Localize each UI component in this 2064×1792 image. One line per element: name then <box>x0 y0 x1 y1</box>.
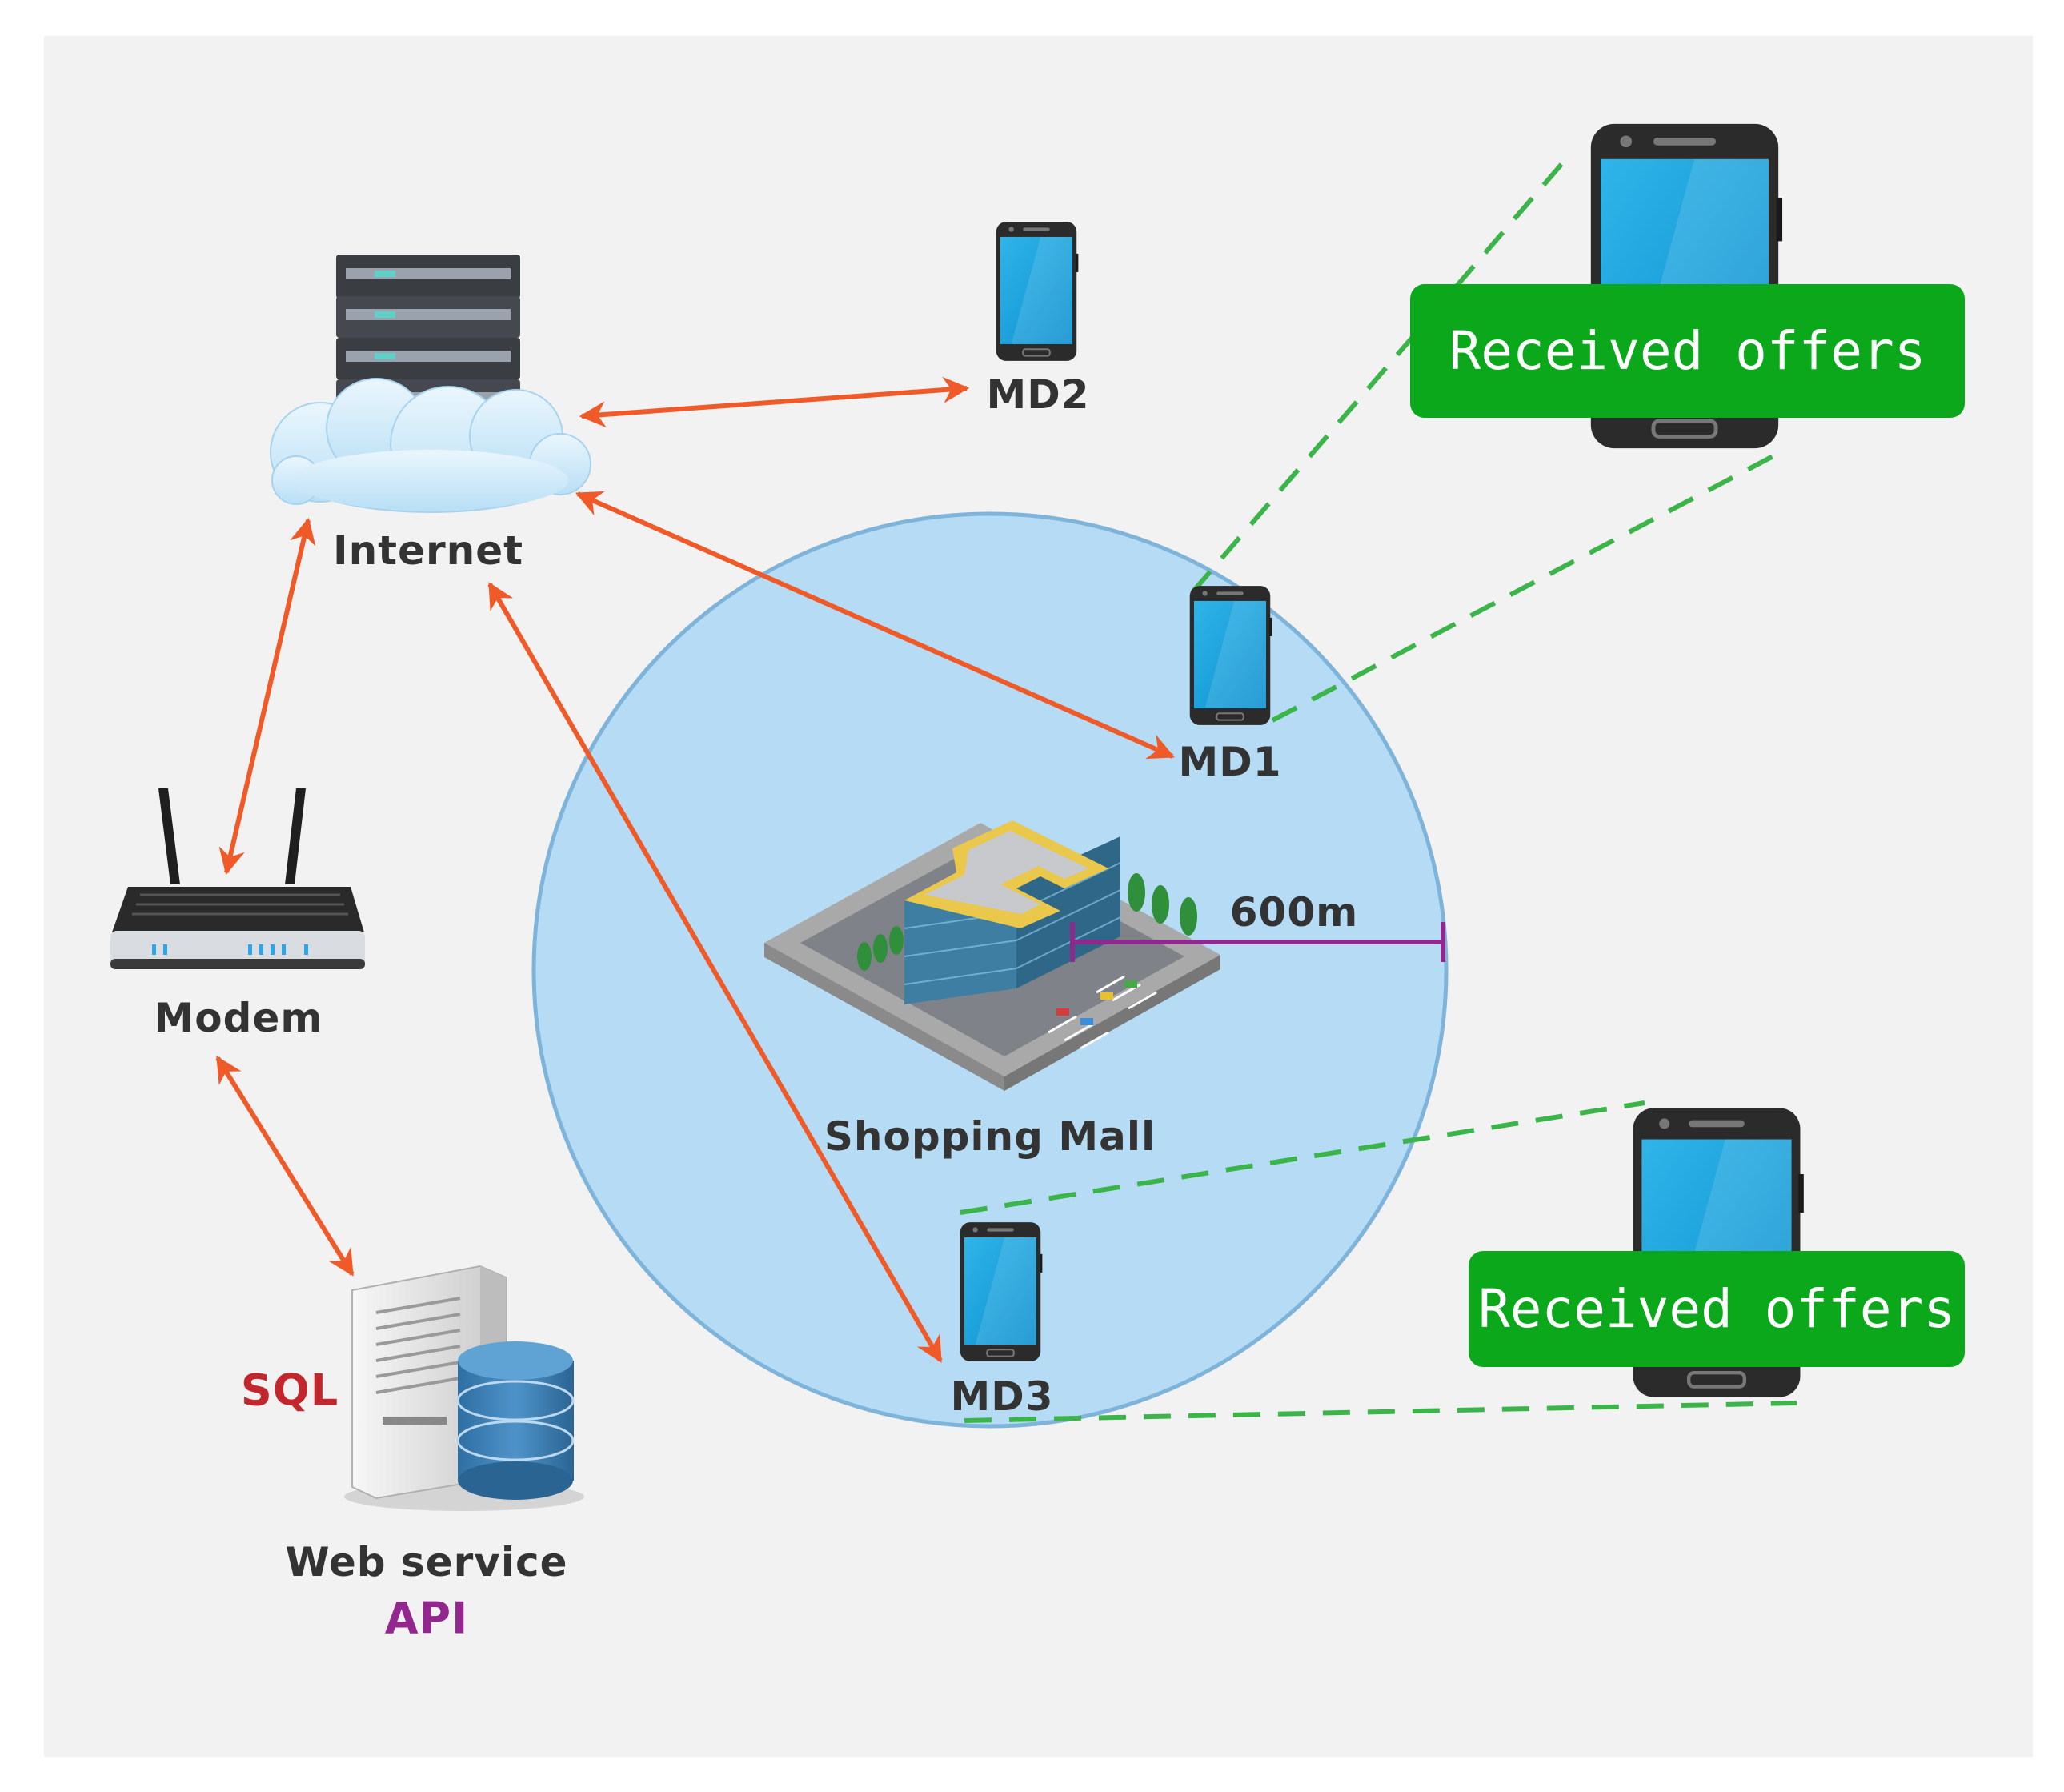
link-modem-webservice <box>215 1056 355 1277</box>
md3-zoom-line-top <box>960 1100 1645 1215</box>
web-service-label: Web service <box>285 1539 568 1586</box>
link-internet-modem <box>218 517 316 876</box>
shopping-mall-label: Shopping Mall <box>824 1113 1156 1160</box>
internet-label: Internet <box>332 527 524 574</box>
offer-connectors <box>960 154 1797 1423</box>
md3-label: MD3 <box>950 1373 1054 1420</box>
md2-phone-icon <box>995 220 1080 363</box>
router-icon <box>110 788 365 969</box>
md1-zoom-line-top <box>1190 154 1571 594</box>
md1-phone-icon <box>1188 584 1273 727</box>
api-label: API <box>384 1593 469 1644</box>
radius-indicator <box>1070 922 1445 962</box>
md2-label: MD2 <box>986 371 1090 418</box>
received-offers-badge-md1: Received offers <box>1410 284 1965 418</box>
md3-zoom-line-bottom <box>964 1401 1797 1423</box>
md1-zoom-line-bottom <box>1271 450 1782 723</box>
md1-label: MD1 <box>1178 739 1282 785</box>
database-server-icon <box>344 1265 584 1511</box>
md3-phone-icon <box>959 1221 1044 1363</box>
sql-label: SQL <box>240 1365 339 1416</box>
received-offers-badge-md3: Received offers <box>1469 1251 1965 1367</box>
network-links <box>215 376 1176 1363</box>
modem-label: Modem <box>154 995 323 1041</box>
link-internet-md3 <box>487 582 943 1363</box>
radius-label: 600m <box>1229 889 1359 936</box>
building-icon <box>764 820 1220 1091</box>
link-internet-md2 <box>579 376 970 428</box>
